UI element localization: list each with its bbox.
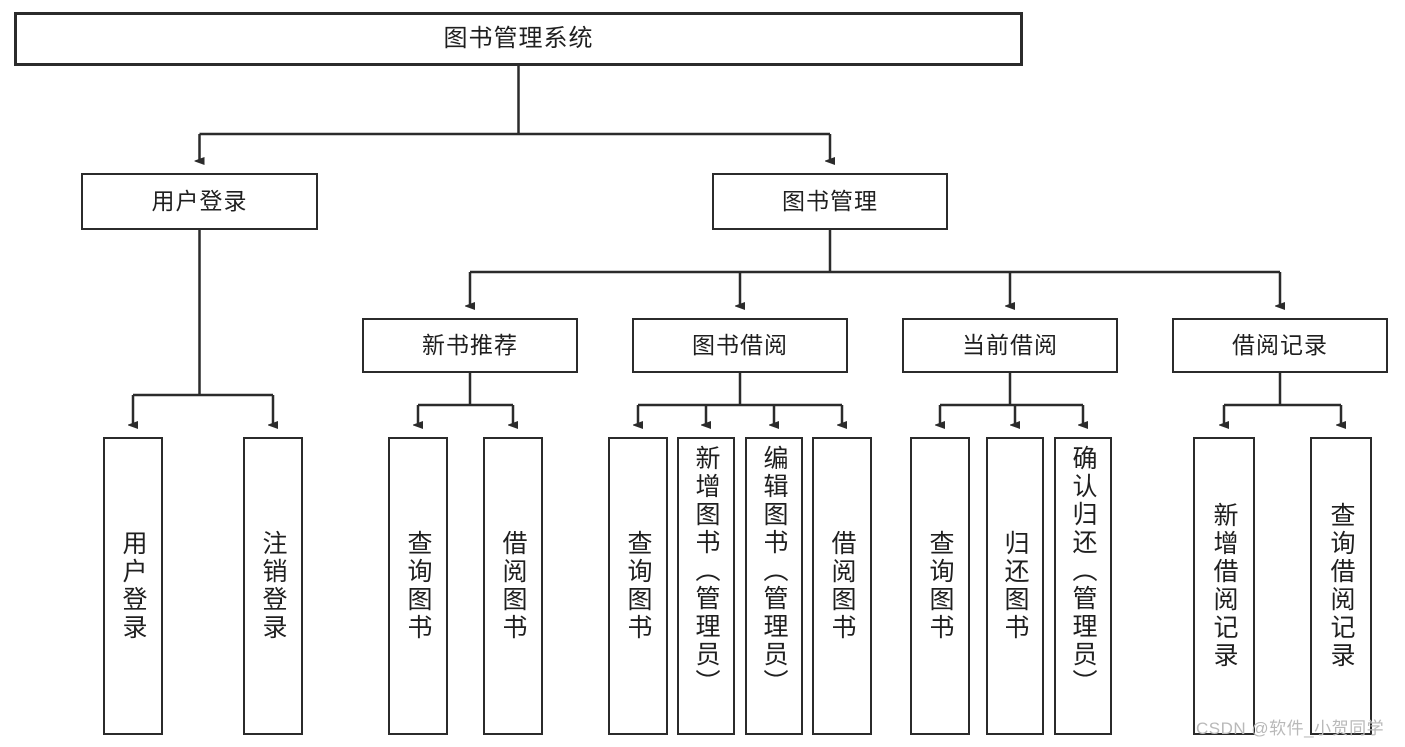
node-bookmgmt[interactable]: 图书管理: [712, 173, 948, 230]
node-borrow[interactable]: 图书借阅: [632, 318, 848, 373]
node-label: 查询图书: [926, 530, 954, 642]
node-leaf-nb-borrow[interactable]: 借阅图书: [483, 437, 543, 735]
node-leaf-bo-add[interactable]: 新增图书（管理员）: [677, 437, 735, 735]
node-label: 借阅图书: [828, 530, 856, 642]
node-records[interactable]: 借阅记录: [1172, 318, 1388, 373]
node-leaf-bo-edit[interactable]: 编辑图书（管理员）: [745, 437, 803, 735]
node-label: 编辑图书（管理员）: [760, 445, 788, 697]
node-label: 查询借阅记录: [1327, 502, 1355, 670]
node-label: 图书借阅: [692, 332, 788, 358]
node-label: 查询图书: [624, 530, 652, 642]
node-label: 借阅图书: [499, 530, 527, 642]
node-leaf-logout[interactable]: 注销登录: [243, 437, 303, 735]
node-label: 注销登录: [259, 530, 287, 642]
node-leaf-bo-borrow[interactable]: 借阅图书: [812, 437, 872, 735]
watermark: CSDN @软件_小贺同学: [1196, 719, 1385, 738]
node-label: 用户登录: [151, 188, 248, 214]
node-leaf-cu-return[interactable]: 归还图书: [986, 437, 1044, 735]
node-label: 查询图书: [404, 530, 432, 642]
node-login[interactable]: 用户登录: [81, 173, 318, 230]
node-leaf-cu-confirm[interactable]: 确认归还（管理员）: [1054, 437, 1112, 735]
node-label: 图书管理系统: [443, 25, 594, 52]
node-newbook[interactable]: 新书推荐: [362, 318, 578, 373]
node-label: 新书推荐: [422, 332, 518, 358]
node-leaf-nb-query[interactable]: 查询图书: [388, 437, 448, 735]
node-root[interactable]: 图书管理系统: [14, 12, 1023, 66]
node-label: 新增图书（管理员）: [692, 445, 720, 697]
node-leaf-cu-query[interactable]: 查询图书: [910, 437, 970, 735]
node-leaf-re-add[interactable]: 新增借阅记录: [1193, 437, 1255, 735]
node-label: 图书管理: [782, 188, 878, 214]
node-label: 确认归还（管理员）: [1069, 445, 1097, 697]
node-leaf-re-query[interactable]: 查询借阅记录: [1310, 437, 1372, 735]
node-label: 新增借阅记录: [1210, 502, 1238, 670]
node-label: 当前借阅: [962, 332, 1058, 358]
node-current[interactable]: 当前借阅: [902, 318, 1118, 373]
node-label: 用户登录: [119, 530, 147, 642]
node-leaf-bo-query[interactable]: 查询图书: [608, 437, 668, 735]
node-leaf-login[interactable]: 用户登录: [103, 437, 163, 735]
node-label: 借阅记录: [1232, 332, 1328, 358]
node-label: 归还图书: [1001, 530, 1029, 642]
